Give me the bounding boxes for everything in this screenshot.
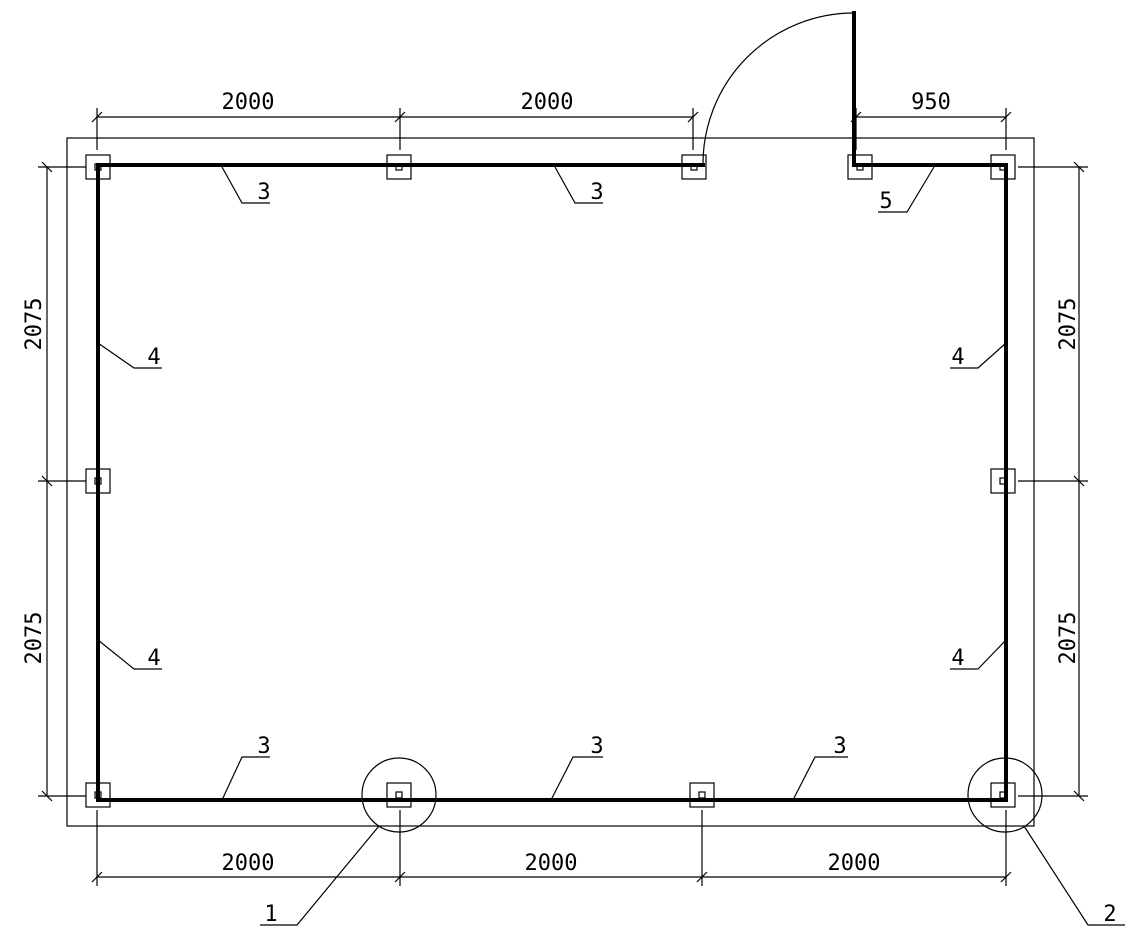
detail-circle-1	[361, 757, 437, 833]
dim-right-2: 2075	[1056, 612, 1081, 665]
callout-detail-2: 2	[1103, 902, 1116, 927]
dimension-left	[38, 161, 86, 802]
post	[689, 782, 715, 808]
dim-bottom-3: 2000	[828, 851, 881, 876]
dimension-top	[91, 108, 1012, 150]
callout-top-3-mid: 3	[590, 180, 603, 205]
post	[847, 154, 873, 180]
callout-right-4-upper: 4	[951, 345, 964, 370]
post	[681, 154, 707, 180]
dim-right-1: 2075	[1056, 298, 1081, 351]
callout-top-5: 5	[879, 189, 892, 214]
post	[386, 782, 412, 808]
dim-left-1: 2075	[22, 298, 47, 351]
dim-left-2: 2075	[22, 612, 47, 665]
dim-top-2: 2000	[521, 90, 574, 115]
callout-bottom-3-mid: 3	[590, 734, 603, 759]
dim-top-1: 2000	[222, 90, 275, 115]
door-swing-arc	[702, 12, 855, 166]
callout-bottom-3-right: 3	[833, 734, 846, 759]
callout-top-3-left: 3	[257, 180, 270, 205]
post	[990, 782, 1016, 808]
dim-top-3: 950	[911, 90, 951, 115]
post	[85, 782, 111, 808]
post	[386, 154, 412, 180]
callout-leaders	[97, 166, 1125, 926]
callout-right-4-lower: 4	[951, 646, 964, 671]
callout-detail-1: 1	[264, 902, 277, 927]
posts	[85, 154, 1016, 808]
callout-bottom-3-left: 3	[257, 734, 270, 759]
detail-circle-2	[967, 757, 1043, 833]
foundation-outline	[66, 137, 1035, 827]
dim-bottom-1: 2000	[222, 851, 275, 876]
perimeter-wall	[96, 11, 1008, 802]
dim-bottom-2: 2000	[525, 851, 578, 876]
post	[990, 154, 1016, 180]
callout-left-4-upper: 4	[147, 345, 160, 370]
dimension-right	[1018, 161, 1088, 802]
dimension-bottom	[91, 810, 1012, 886]
callout-left-4-lower: 4	[147, 646, 160, 671]
post	[990, 468, 1016, 494]
